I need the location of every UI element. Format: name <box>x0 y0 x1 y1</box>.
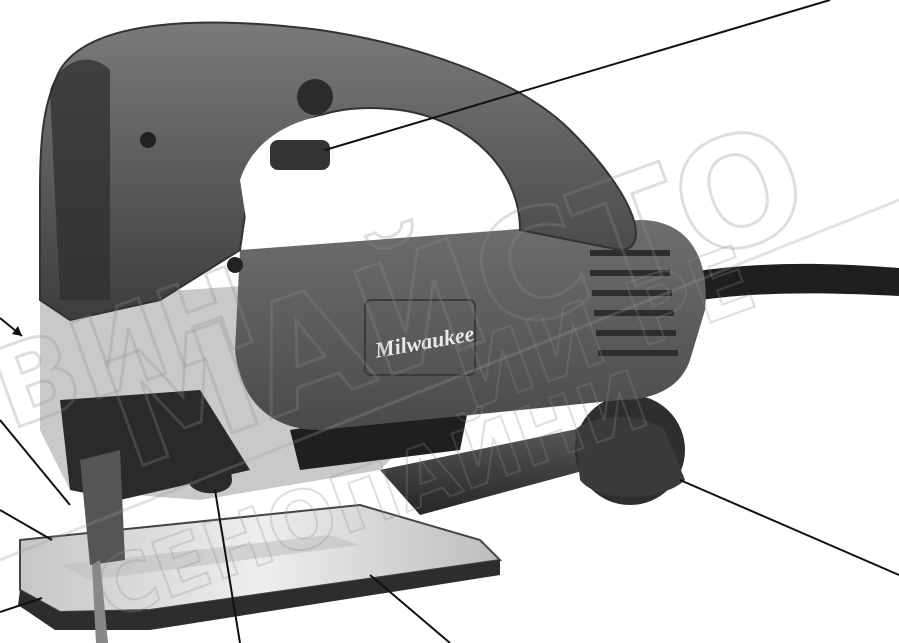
trigger-switch <box>270 140 330 170</box>
blade-guide <box>80 450 125 565</box>
dust-port <box>380 395 685 515</box>
handle <box>39 21 637 322</box>
screw-2 <box>227 257 243 273</box>
callout-line-dust <box>679 479 899 576</box>
motor-housing <box>235 220 706 430</box>
callout-line-shoe-front <box>0 597 43 613</box>
callout-line-shoe <box>369 574 451 643</box>
callout-line-orbital <box>214 489 241 643</box>
callout-line-blade-guide <box>0 419 71 506</box>
callout-line-trigger <box>324 0 831 151</box>
callout-line-roller <box>0 509 53 541</box>
screw-1 <box>140 132 156 148</box>
orbital-lever <box>185 421 232 494</box>
power-cord <box>690 263 899 300</box>
lock-button <box>297 79 333 115</box>
arrow-head-icon <box>12 326 22 336</box>
base-shoe <box>18 503 503 630</box>
